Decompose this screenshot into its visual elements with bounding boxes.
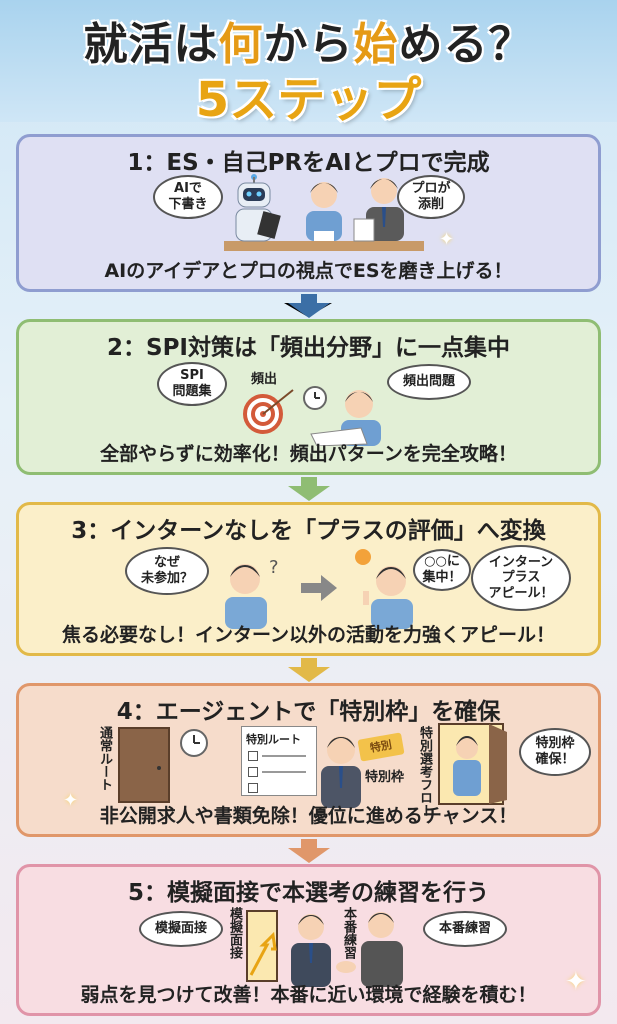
svg-text:?: ? [269,557,279,578]
robot-icon [235,174,281,242]
step-3-caption: 焦る必要なし！インターン以外の活動を力強くアピール！ [61,624,556,646]
arrow-down-icon [288,658,330,682]
step-3-bubble-appeal: インターン プラス アピール！ [471,545,571,611]
arrow-down-icon [288,294,330,318]
step-2-card: 2：SPI対策は「頻出分野」に一点集中 SPI 問題集 頻出問題 頻出 全部やら… [16,319,601,475]
step-4-bubble-secured: 特別枠 確保！ [519,728,591,776]
step-5-label-mock: 模擬面接 [227,907,242,959]
study-illustration [243,386,381,446]
step-5-bubble-practice: 本番練習 [423,911,507,947]
page-subtitle: 5ステップ [195,72,422,128]
before-after-illustration: ? [225,549,413,629]
step-5-caption: 弱点を見つけて改善！本番に近い環境で経験を積む！ [80,984,537,1006]
arrow-down-icon [288,839,330,863]
clock-icon [303,386,327,410]
step-3-title: 3：インターンなしを「プラスの評価」へ変換 [71,518,546,544]
step-2-caption: 全部やらずに効率化！頻出パターンを完全攻略！ [100,443,517,465]
step-1-bubble-ai: AIで 下書き [153,175,223,219]
step-2-bubble-frequent: 頻出問題 [387,364,471,400]
arrow-right-icon [301,575,337,601]
page-title: 就活は何から始める？ [83,19,534,70]
sparkle-icon: ✦ [63,790,79,811]
handshake-illustration [246,910,403,987]
step-2-title: 2：SPI対策は「頻出分野」に一点集中 [107,335,510,361]
step-1-bubble-pro: プロが 添削 [397,175,465,219]
team-illustration [224,174,424,251]
step-2-bubble-spi: SPI 問題集 [157,362,227,406]
arrow-down-icon [288,477,330,501]
sparkle-icon: ✦ [439,229,455,250]
agent-person-icon [321,736,361,808]
step-1-title: 1：ES・自己PRをAIとプロで完成 [127,150,490,176]
advisor-person-icon [353,178,404,242]
step-3-bubble-focus: ○○に 集中！ [413,549,471,591]
open-door-person-icon [438,723,507,805]
step-4-label-special-flow: 特別選考フロー [417,726,432,817]
step-1-card: 1：ES・自己PRをAIとプロで完成 AIで 下書き プロが 添削 [16,134,601,292]
step-4-label-special-route: 特別ルート [246,733,301,746]
interviewer-person-icon [361,912,403,987]
confident-person-icon [363,566,413,629]
step-3-card: 3：インターンなしを「プラスの評価」へ変換 なぜ 未参加？ ○○に 集中！ イン… [16,502,601,656]
step-4-title: 4：エージェントで「特別枠」を確保 [116,699,501,725]
sparkle-icon: ✦ [565,967,587,997]
step-3-bubble-why: なぜ 未参加？ [125,547,209,595]
step-5-bubble-mock: 模擬面接 [139,911,223,947]
step-4-label-special-frame: 特別枠 [365,770,405,785]
sun-icon [355,549,371,565]
step-4-card: 4：エージェントで「特別枠」を確保 通常ルート 特別ルート 特別 特別枠 特別選… [16,683,601,837]
student-person-icon [306,182,342,241]
step-2-label-frequent: 頻出 [251,372,278,387]
worried-person-icon: ? [225,557,279,629]
candidate-person-icon [291,914,331,987]
header: 就活は何から始める？ 5ステップ [0,0,617,128]
step-1-caption: AIのアイデアとプロの視点でESを磨き上げる！ [104,260,513,282]
clock-icon [180,729,208,757]
door-icon [118,727,170,803]
target-icon [243,389,294,434]
step-4-caption: 非公開求人や書類免除！優位に進めるチャンス！ [99,805,518,827]
step-5-title: 5：模擬面接で本選考の練習を行う [127,880,489,906]
checklist-card: 特別ルート [241,726,317,796]
step-4-label-normal-route: 通常ルート [97,726,112,791]
step-5-label-practice: 本番練習 [341,907,356,959]
step-5-card: 5：模擬面接で本選考の練習を行う 模擬面接 本番練習 模擬面接 本番練習 ✦ 弱… [16,864,601,1016]
student-person-icon [310,390,381,446]
